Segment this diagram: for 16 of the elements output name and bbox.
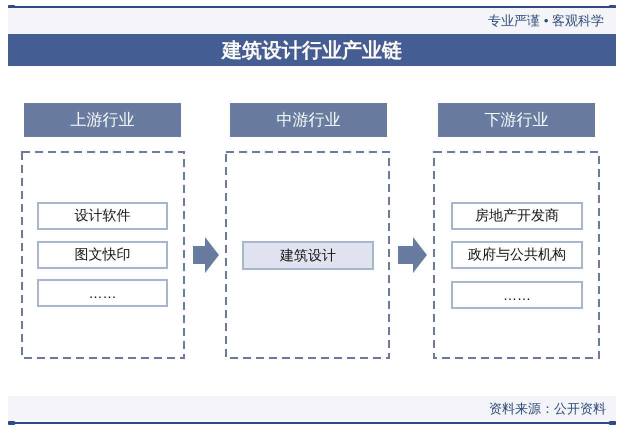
title-banner: 建筑设计行业产业链: [8, 34, 616, 66]
stage-header: 中游行业: [230, 103, 387, 137]
stage-frame: [225, 151, 390, 359]
industry-card: 设计软件: [37, 202, 168, 230]
industry-card: 房地产开发商: [451, 202, 583, 230]
industry-card: 建筑设计: [242, 241, 374, 270]
stage-frame: [433, 151, 600, 359]
slogan-text: 专业严谨 • 客观科学: [488, 13, 604, 29]
stage-header: 上游行业: [24, 103, 181, 137]
source-note: 资料来源：公开资料: [489, 401, 606, 417]
industry-card: ……: [37, 279, 168, 307]
stage-header: 下游行业: [438, 103, 595, 137]
stage-frame: [21, 151, 185, 359]
industry-card: ……: [451, 281, 583, 309]
industry-card: 政府与公共机构: [451, 241, 583, 269]
industry-card: 图文快印: [37, 241, 168, 269]
